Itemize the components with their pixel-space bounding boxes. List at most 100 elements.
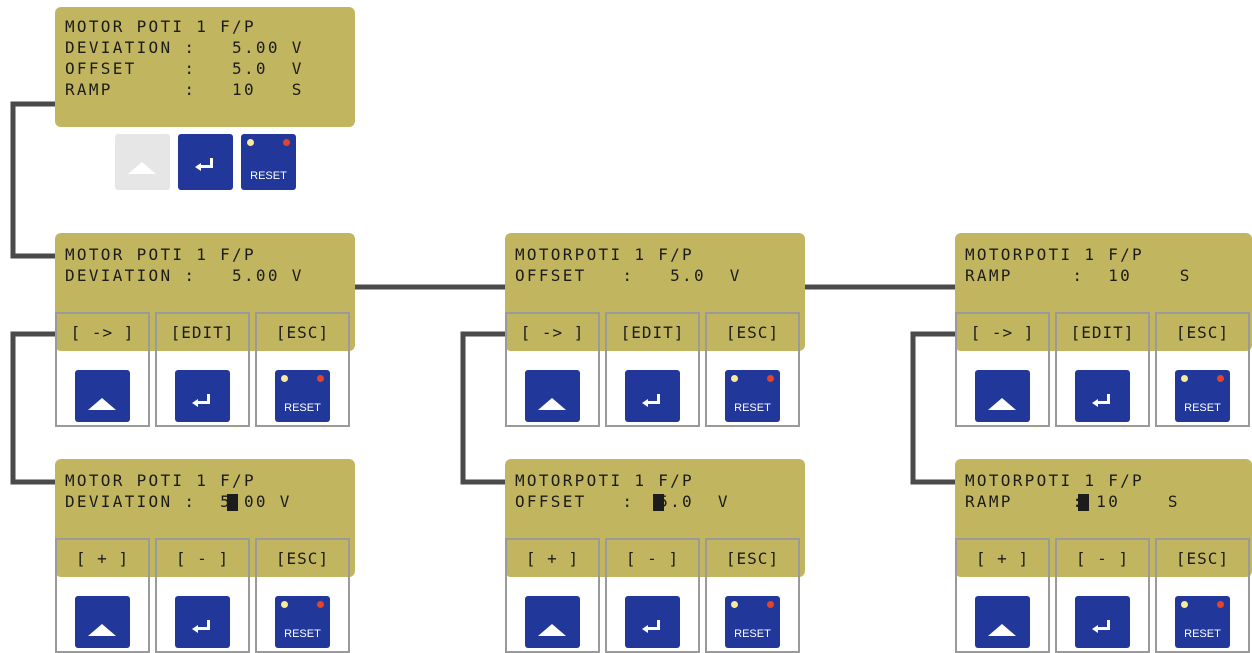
led-yellow-icon <box>731 601 738 608</box>
edit-keys-deviation: [ + ] [ - ] [ESC] RESET <box>55 538 350 653</box>
lcd-edit-ramp: MOTORPOTI 1 F/P RAMP : 10 S <box>955 459 1252 577</box>
key-label: [ESC] <box>1175 549 1230 568</box>
lcd-line: DEVIATION : 5.00 V <box>65 38 304 57</box>
lcd-text: DEVIATION : 5.00 V <box>65 492 292 511</box>
key-esc[interactable]: [ESC] RESET <box>1155 538 1250 653</box>
key-label: [ -> ] <box>970 323 1035 342</box>
key-edit[interactable]: [EDIT] <box>1055 312 1150 427</box>
enter-icon <box>192 394 210 407</box>
led-yellow-icon <box>1181 601 1188 608</box>
enter-icon <box>642 620 660 633</box>
lcd-line: RAMP : 10 S <box>65 80 304 99</box>
reset-label: RESET <box>734 402 771 414</box>
key-label: [ESC] <box>1175 323 1230 342</box>
key-minus[interactable]: [ - ] <box>155 538 250 653</box>
key-next[interactable]: [ -> ] <box>505 312 600 427</box>
lcd-text: RAMP : 10 S <box>965 492 1180 511</box>
enter-icon <box>642 394 660 407</box>
lcd-line: RAMP : 10 S <box>965 492 1180 511</box>
reset-button[interactable]: RESET <box>241 134 296 190</box>
up-button-disabled <box>115 134 170 190</box>
edit-keys-ramp: [ + ] [ - ] [ESC] RESET <box>955 538 1250 653</box>
up-arrow-icon <box>538 624 566 636</box>
reset-label: RESET <box>1184 628 1221 640</box>
up-arrow-icon <box>88 398 116 410</box>
key-label: [ + ] <box>525 549 580 568</box>
enter-button[interactable] <box>178 134 233 190</box>
key-label: [ESC] <box>275 323 330 342</box>
key-next[interactable]: [ -> ] <box>955 312 1050 427</box>
enter-icon <box>195 158 213 171</box>
key-minus[interactable]: [ - ] <box>605 538 700 653</box>
lcd-line: MOTOR POTI 1 F/P <box>65 245 256 264</box>
key-edit[interactable]: [EDIT] <box>155 312 250 427</box>
enter-icon <box>192 620 210 633</box>
cursor-block-icon <box>653 494 664 511</box>
lcd-line: OFFSET : 5.0 V <box>515 266 742 285</box>
key-next[interactable]: [ -> ] <box>55 312 150 427</box>
cursor-block-icon <box>227 494 238 511</box>
reset-label: RESET <box>284 628 321 640</box>
up-arrow-icon <box>538 398 566 410</box>
lcd-line: OFFSET : 5.0 V <box>515 492 730 511</box>
cursor-block-icon <box>1078 494 1089 511</box>
lcd-line: MOTORPOTI 1 F/P <box>965 471 1144 490</box>
menu-keys-ramp: [ -> ] [EDIT] [ESC] RESET <box>955 312 1250 427</box>
key-esc[interactable]: [ESC] RESET <box>705 538 800 653</box>
key-label: [ESC] <box>725 323 780 342</box>
key-esc[interactable]: [ESC] RESET <box>255 538 350 653</box>
key-label: [ -> ] <box>520 323 585 342</box>
connector-lines <box>10 101 958 485</box>
lcd-line: MOTORPOTI 1 F/P <box>515 245 694 264</box>
lcd-menu-deviation: MOTOR POTI 1 F/P DEVIATION : 5.00 V <box>55 233 355 351</box>
lcd-edit-offset: MOTORPOTI 1 F/P OFFSET : 5.0 V <box>505 459 805 577</box>
led-red-icon <box>767 601 774 608</box>
lcd-line: MOTOR POTI 1 F/P <box>65 471 256 490</box>
lcd-line: DEVIATION : 5.00 V <box>65 266 304 285</box>
led-yellow-icon <box>281 601 288 608</box>
led-yellow-icon <box>281 375 288 382</box>
key-label: [ + ] <box>75 549 130 568</box>
up-arrow-icon <box>88 624 116 636</box>
key-label: [ + ] <box>975 549 1030 568</box>
lcd-line: MOTORPOTI 1 F/P <box>515 471 694 490</box>
reset-label: RESET <box>734 628 771 640</box>
lcd-line: OFFSET : 5.0 V <box>65 59 304 78</box>
key-edit[interactable]: [EDIT] <box>605 312 700 427</box>
up-arrow-icon <box>128 162 156 174</box>
edit-keys-offset: [ + ] [ - ] [ESC] RESET <box>505 538 800 653</box>
lcd-top-display: MOTOR POTI 1 F/P DEVIATION : 5.00 V OFFS… <box>55 7 355 127</box>
lcd-line: MOTOR POTI 1 F/P <box>65 17 256 36</box>
key-label: [EDIT] <box>170 323 235 342</box>
key-esc[interactable]: [ESC] RESET <box>255 312 350 427</box>
enter-icon <box>1092 394 1110 407</box>
lcd-line: DEVIATION : 5.00 V <box>65 492 292 511</box>
lcd-line: RAMP : 10 S <box>965 266 1192 285</box>
enter-icon <box>1092 620 1110 633</box>
key-label: [ - ] <box>175 549 230 568</box>
key-label: [EDIT] <box>620 323 685 342</box>
key-label: [ - ] <box>1075 549 1130 568</box>
key-esc[interactable]: [ESC] RESET <box>705 312 800 427</box>
led-red-icon <box>317 601 324 608</box>
key-minus[interactable]: [ - ] <box>1055 538 1150 653</box>
key-label: [ESC] <box>725 549 780 568</box>
lcd-line: MOTORPOTI 1 F/P <box>965 245 1144 264</box>
led-red-icon <box>1217 375 1224 382</box>
key-label: [ESC] <box>275 549 330 568</box>
key-plus[interactable]: [ + ] <box>955 538 1050 653</box>
lcd-menu-ramp: MOTORPOTI 1 F/P RAMP : 10 S <box>955 233 1252 351</box>
key-label: [ -> ] <box>70 323 135 342</box>
key-plus[interactable]: [ + ] <box>55 538 150 653</box>
key-plus[interactable]: [ + ] <box>505 538 600 653</box>
key-esc[interactable]: [ESC] RESET <box>1155 312 1250 427</box>
key-label: [ - ] <box>625 549 680 568</box>
led-yellow-icon <box>247 139 254 146</box>
menu-keys-deviation: [ -> ] [EDIT] [ESC] RESET <box>55 312 350 427</box>
led-red-icon <box>767 375 774 382</box>
led-red-icon <box>317 375 324 382</box>
led-red-icon <box>283 139 290 146</box>
lcd-menu-offset: MOTORPOTI 1 F/P OFFSET : 5.0 V <box>505 233 805 351</box>
menu-keys-offset: [ -> ] [EDIT] [ESC] RESET <box>505 312 800 427</box>
reset-label: RESET <box>284 402 321 414</box>
